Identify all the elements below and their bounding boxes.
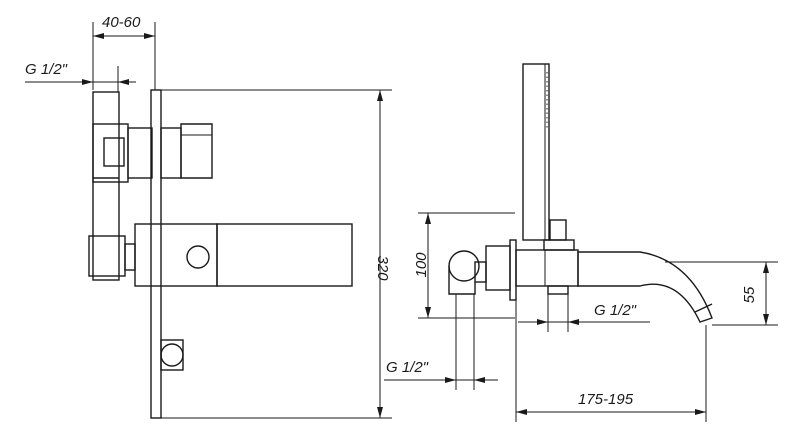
- side-fitting: [485, 245, 511, 291]
- mixer-lever-front: [216, 223, 353, 287]
- dim-reach-arrow-left: [516, 409, 527, 415]
- dim-40-60-arrow-right: [144, 33, 155, 39]
- mixer-control-circle: [186, 245, 210, 269]
- dim-55-arrow-bottom: [763, 314, 769, 325]
- side-view: 100 G 1/2" G 1/2" 55 175-195: [384, 63, 778, 422]
- bottom-connector: [547, 285, 569, 295]
- spout: [577, 251, 713, 323]
- upper-fitting: [92, 123, 129, 183]
- side-valve-stem: [448, 266, 476, 295]
- dim-320-arrow-bottom: [377, 407, 383, 418]
- wall-plate: [150, 89, 162, 419]
- dim-thread-bottom-arrow-b: [474, 377, 485, 383]
- dim-thread-bottom-label: G 1/2": [386, 359, 429, 376]
- dim-100-arrow-top: [425, 213, 431, 224]
- dim-100-arrow-bottom: [425, 307, 431, 318]
- mixer-body-front: [134, 223, 218, 287]
- diverter-base: [160, 127, 182, 179]
- diverter-knob: [180, 123, 213, 179]
- dim-320-label: 320: [374, 255, 391, 281]
- spout-tip: [694, 303, 713, 313]
- front-view: 40-60 G 1/2" 320: [25, 14, 392, 419]
- outlet-circle: [160, 343, 184, 367]
- dim-320-arrow-top: [377, 90, 383, 101]
- upper-nut: [127, 127, 153, 179]
- dim-thread-left-arrow-b: [118, 79, 129, 85]
- dim-thread-center-arrow-b: [568, 319, 579, 325]
- supply-pipe: [92, 91, 120, 281]
- shower-holder: [549, 219, 567, 241]
- dim-thread-left-arrow-a: [82, 79, 93, 85]
- holder-mount: [543, 239, 575, 251]
- dim-100-label: 100: [413, 252, 430, 278]
- dim-55-label: 55: [741, 286, 758, 303]
- side-wall-plate: [509, 239, 517, 301]
- upper-fitting-inner: [103, 137, 125, 167]
- dim-thread-left-label: G 1/2": [25, 61, 68, 78]
- dim-reach-arrow-right: [695, 409, 706, 415]
- side-fitting-nut: [474, 261, 487, 283]
- mixer-body-side: [515, 249, 579, 287]
- dim-thread-bottom-arrow-a: [445, 377, 456, 383]
- dim-40-60-arrow-left: [93, 33, 104, 39]
- dim-thread-center-arrow-a: [537, 319, 548, 325]
- dim-40-60-label: 40-60: [102, 14, 141, 31]
- dim-55-arrow-top: [763, 262, 769, 273]
- lower-connector: [124, 243, 136, 271]
- dim-reach-label: 175-195: [578, 391, 634, 408]
- dim-thread-center-label: G 1/2": [594, 302, 637, 319]
